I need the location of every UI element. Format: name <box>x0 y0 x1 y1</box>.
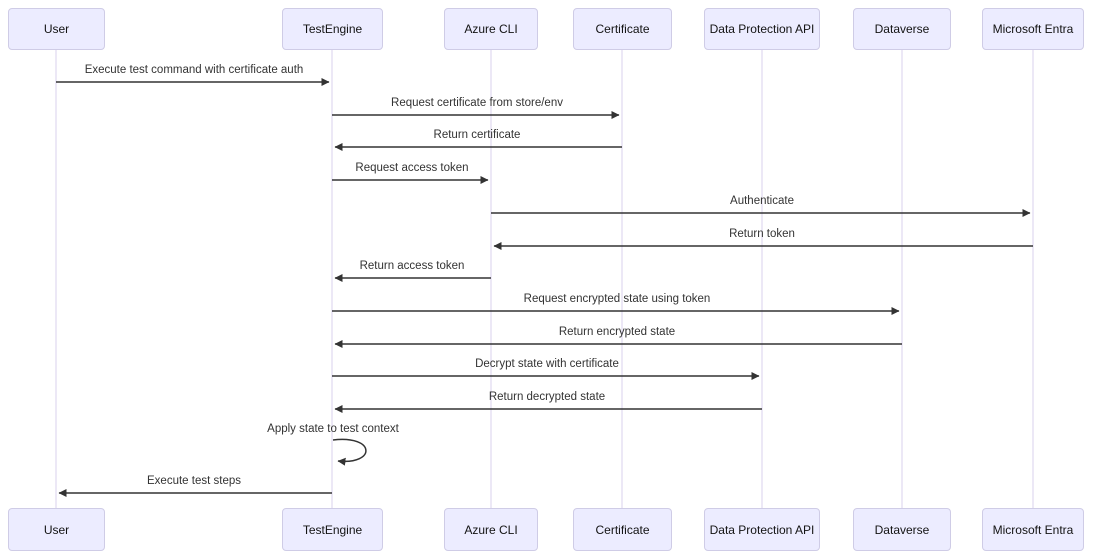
actor-top-dpapi: Data Protection API <box>704 8 820 50</box>
actor-label: User <box>43 522 70 537</box>
message-label: Execute test steps <box>147 475 241 487</box>
actor-bottom-dpapi: Data Protection API <box>704 508 820 551</box>
actor-bottom-azure-cli: Azure CLI <box>444 508 538 551</box>
actor-label: TestEngine <box>302 22 363 36</box>
message-label: Decrypt state with certificate <box>475 358 619 370</box>
actor-bottom-user: User <box>8 508 105 551</box>
actor-bottom-dataverse: Dataverse <box>853 508 951 551</box>
actor-label: Dataverse <box>874 522 930 537</box>
message-label: Return token <box>729 228 795 240</box>
actor-label: Data Protection API <box>709 522 815 537</box>
actor-label: TestEngine <box>302 522 363 537</box>
self-loop-arrow <box>332 438 367 466</box>
message-label: Execute test command with certificate au… <box>84 64 304 76</box>
message-label: Return access token <box>359 260 465 272</box>
message-label: Apply state to test context <box>267 423 399 435</box>
actor-label: Data Protection API <box>709 22 815 36</box>
actor-top-user: User <box>8 8 105 50</box>
actor-top-testengine: TestEngine <box>282 8 383 50</box>
actor-label: Azure CLI <box>464 22 518 36</box>
actor-label: Microsoft Entra <box>992 22 1074 36</box>
actor-top-certificate: Certificate <box>573 8 672 50</box>
message-label: Authenticate <box>730 195 794 207</box>
actor-top-dataverse: Dataverse <box>853 8 951 50</box>
actor-bottom-entra: Microsoft Entra <box>982 508 1084 551</box>
message-label: Request access token <box>355 162 469 174</box>
actor-label: Certificate <box>595 22 650 36</box>
message-label: Request certificate from store/env <box>391 97 563 109</box>
actor-label: Certificate <box>595 522 650 537</box>
message-label: Return certificate <box>433 129 521 141</box>
actor-label: Microsoft Entra <box>992 522 1074 537</box>
message-label: Return decrypted state <box>488 391 606 403</box>
actor-label: User <box>43 22 70 36</box>
message-label: Return encrypted state <box>558 326 676 338</box>
actor-bottom-testengine: TestEngine <box>282 508 383 551</box>
actor-bottom-certificate: Certificate <box>573 508 672 551</box>
message-label: Request encrypted state using token <box>523 293 711 305</box>
actor-label: Dataverse <box>874 22 930 36</box>
actor-label: Azure CLI <box>464 522 518 537</box>
actor-top-azure-cli: Azure CLI <box>444 8 538 50</box>
actor-top-entra: Microsoft Entra <box>982 8 1084 50</box>
